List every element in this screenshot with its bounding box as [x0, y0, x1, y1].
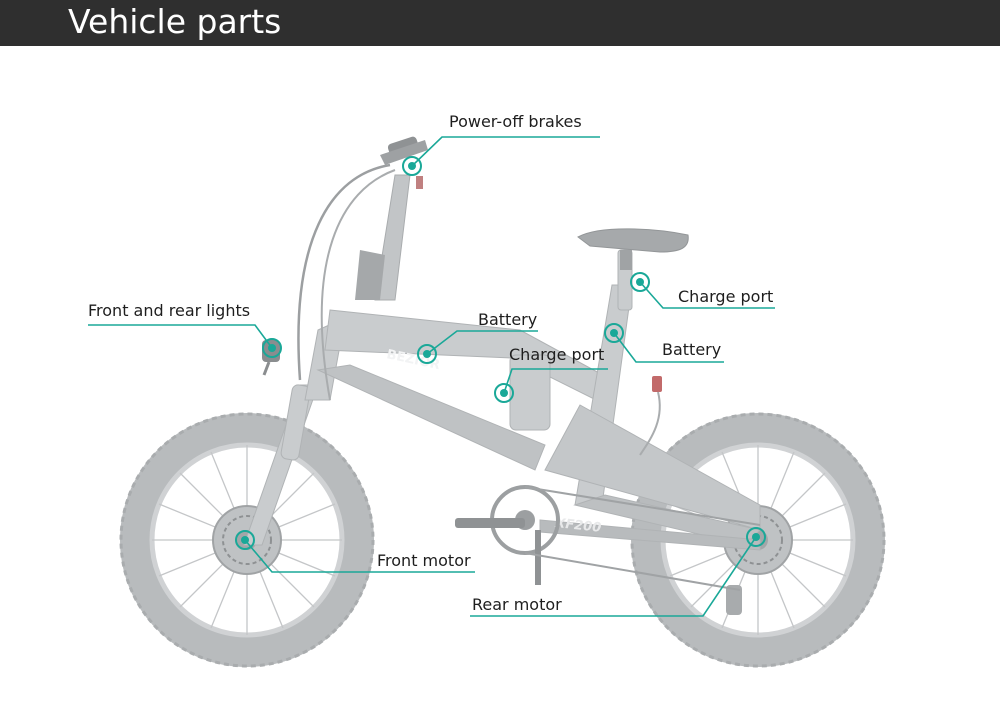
label-charge-port-frame: Charge port	[509, 345, 605, 364]
page-title: Vehicle parts	[68, 2, 282, 41]
label-power-off-brakes: Power-off brakes	[449, 112, 582, 131]
marker-battery-seatpost	[604, 323, 624, 343]
callout-markers	[235, 156, 766, 550]
chainstay-mark: XF200	[554, 516, 602, 536]
label-front-motor: Front motor	[377, 551, 471, 570]
marker-power-off-brakes	[402, 156, 422, 176]
handlebar	[297, 136, 428, 401]
header-bar: Vehicle parts	[0, 0, 1000, 46]
rear-light	[652, 376, 662, 392]
marker-front-motor	[235, 530, 255, 550]
label-front-rear-lights: Front and rear lights	[88, 301, 251, 320]
marker-lights	[262, 338, 282, 358]
saddle	[577, 228, 689, 270]
label-battery-frame: Battery	[478, 310, 538, 329]
bike-frame	[243, 249, 761, 551]
callout-lines	[88, 136, 775, 617]
marker-charge-port-frame	[494, 383, 514, 403]
label-rear-motor: Rear motor	[472, 595, 562, 614]
marker-charge-port-seatpost	[630, 272, 650, 292]
marker-rear-motor	[746, 527, 766, 547]
marker-battery-frame	[417, 344, 437, 364]
label-battery-seatpost: Battery	[662, 340, 722, 359]
label-charge-port-seatpost: Charge port	[678, 287, 774, 306]
crankset	[455, 485, 761, 591]
